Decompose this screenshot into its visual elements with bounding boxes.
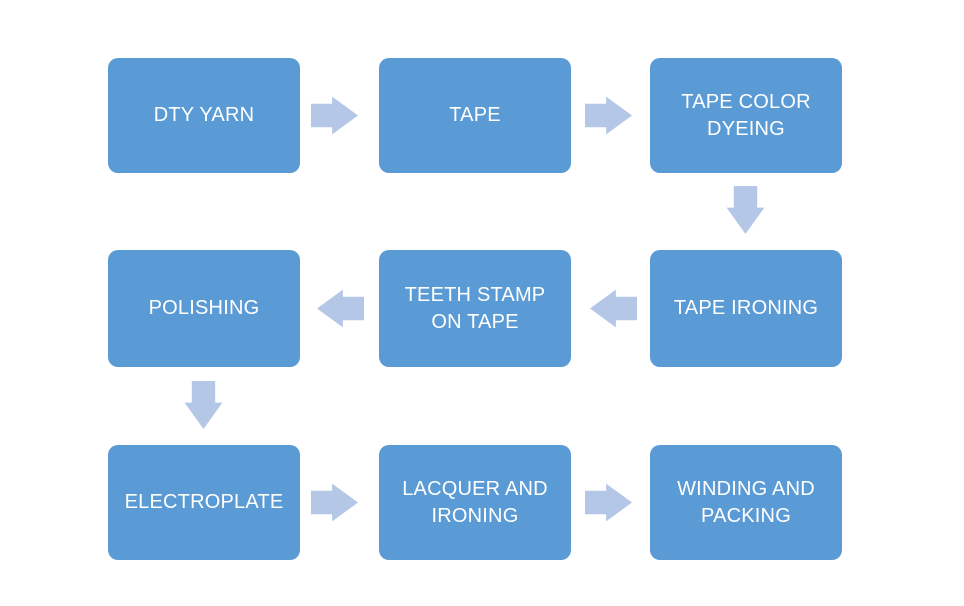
process-node-tape[interactable]: TAPE: [379, 58, 571, 173]
process-node-tape-ironing[interactable]: TAPE IRONING: [650, 250, 842, 367]
process-node-label: DTY YARN: [153, 104, 255, 127]
arrow-lacquer-to-winding-icon: [585, 480, 632, 525]
arrow-tape-ironing-to-teeth-stamp-icon: [590, 286, 637, 331]
arrow-teeth-stamp-to-polishing-icon: [317, 286, 364, 331]
process-node-electroplate[interactable]: ELECTROPLATE: [108, 445, 300, 560]
process-node-tape-color-dyeing[interactable]: TAPE COLOR DYEING: [650, 58, 842, 173]
process-node-label: TAPE: [449, 104, 501, 127]
process-node-polishing[interactable]: POLISHING: [108, 250, 300, 367]
arrow-dty-yarn-to-tape-icon: [311, 93, 358, 138]
process-node-label: TEETH STAMP ON TAPE: [404, 284, 546, 333]
process-node-label: TAPE COLOR DYEING: [681, 91, 811, 140]
arrow-tape-to-tape-color-dyeing-icon: [585, 93, 632, 138]
process-node-lacquer-and-ironing[interactable]: LACQUER AND IRONING: [379, 445, 571, 560]
process-node-label: POLISHING: [148, 297, 260, 320]
process-node-dty-yarn[interactable]: DTY YARN: [108, 58, 300, 173]
arrow-tape-color-dyeing-to-tape-ironing-icon: [723, 186, 768, 234]
arrow-polishing-to-electroplate-icon: [181, 381, 226, 429]
process-node-winding-and-packing[interactable]: WINDING AND PACKING: [650, 445, 842, 560]
process-node-label: WINDING AND PACKING: [677, 478, 815, 527]
process-node-teeth-stamp-on-tape[interactable]: TEETH STAMP ON TAPE: [379, 250, 571, 367]
process-node-label: ELECTROPLATE: [124, 491, 284, 514]
process-node-label: LACQUER AND IRONING: [402, 478, 548, 527]
process-node-label: TAPE IRONING: [673, 297, 819, 320]
arrow-electroplate-to-lacquer-icon: [311, 480, 358, 525]
